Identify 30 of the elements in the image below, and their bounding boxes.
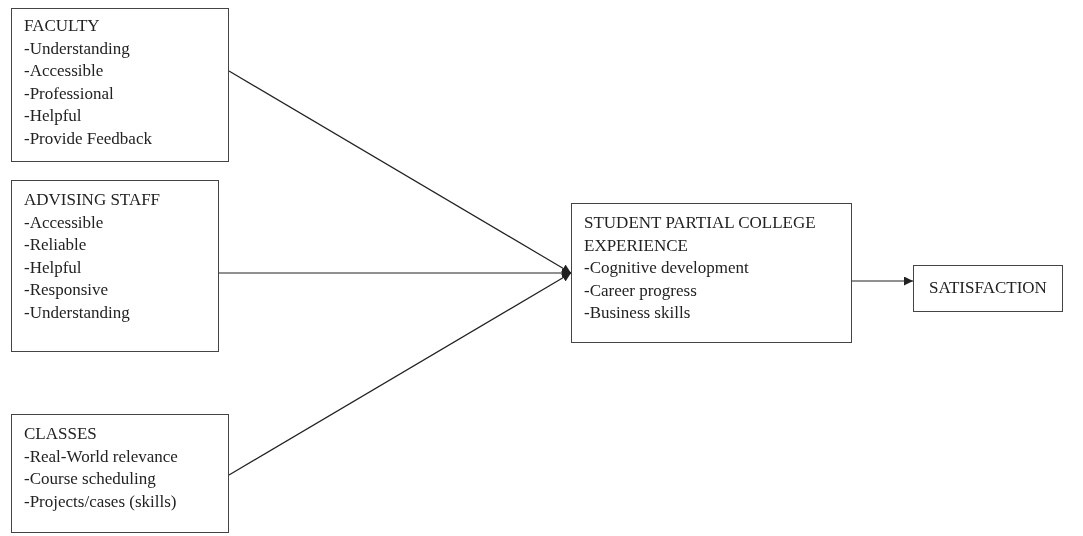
box-heading: SATISFACTION <box>929 277 1047 300</box>
list-item: -Accessible <box>24 60 105 82</box>
box-heading: STUDENT PARTIAL COLLEGE EXPERIENCE <box>584 212 817 257</box>
arrow <box>851 276 914 286</box>
list-item: -Understanding <box>24 37 131 60</box>
box-heading: ADVISING STAFF <box>24 189 162 211</box>
list-item: -Business skills <box>584 302 692 324</box>
list-item: -Real-World relevance <box>24 445 179 468</box>
list-item: -Career progress <box>584 279 698 302</box>
list-item: -Helpful <box>24 105 83 127</box>
text-box <box>11 8 229 162</box>
text-box <box>913 265 1063 312</box>
list-item: -Provide Feedback <box>24 127 153 150</box>
box-heading: FACULTY <box>24 15 101 37</box>
list-item: -Course scheduling <box>24 468 157 490</box>
box-heading: CLASSES <box>24 423 98 445</box>
list-item: -Projects/cases (skills) <box>24 490 178 513</box>
list-item: -Accessible <box>24 211 105 234</box>
text-box <box>11 414 229 533</box>
list-item: -Professional <box>24 82 115 105</box>
text-box <box>571 203 852 343</box>
list-item: -Understanding <box>24 301 131 324</box>
arrow <box>228 70 572 274</box>
list-item: -Cognitive development <box>584 257 750 279</box>
arrow <box>218 268 572 278</box>
arrow <box>228 272 572 476</box>
text-box <box>11 180 219 352</box>
list-item: -Helpful <box>24 256 83 279</box>
list-item: -Responsive <box>24 279 110 301</box>
list-item: -Reliable <box>24 234 88 256</box>
